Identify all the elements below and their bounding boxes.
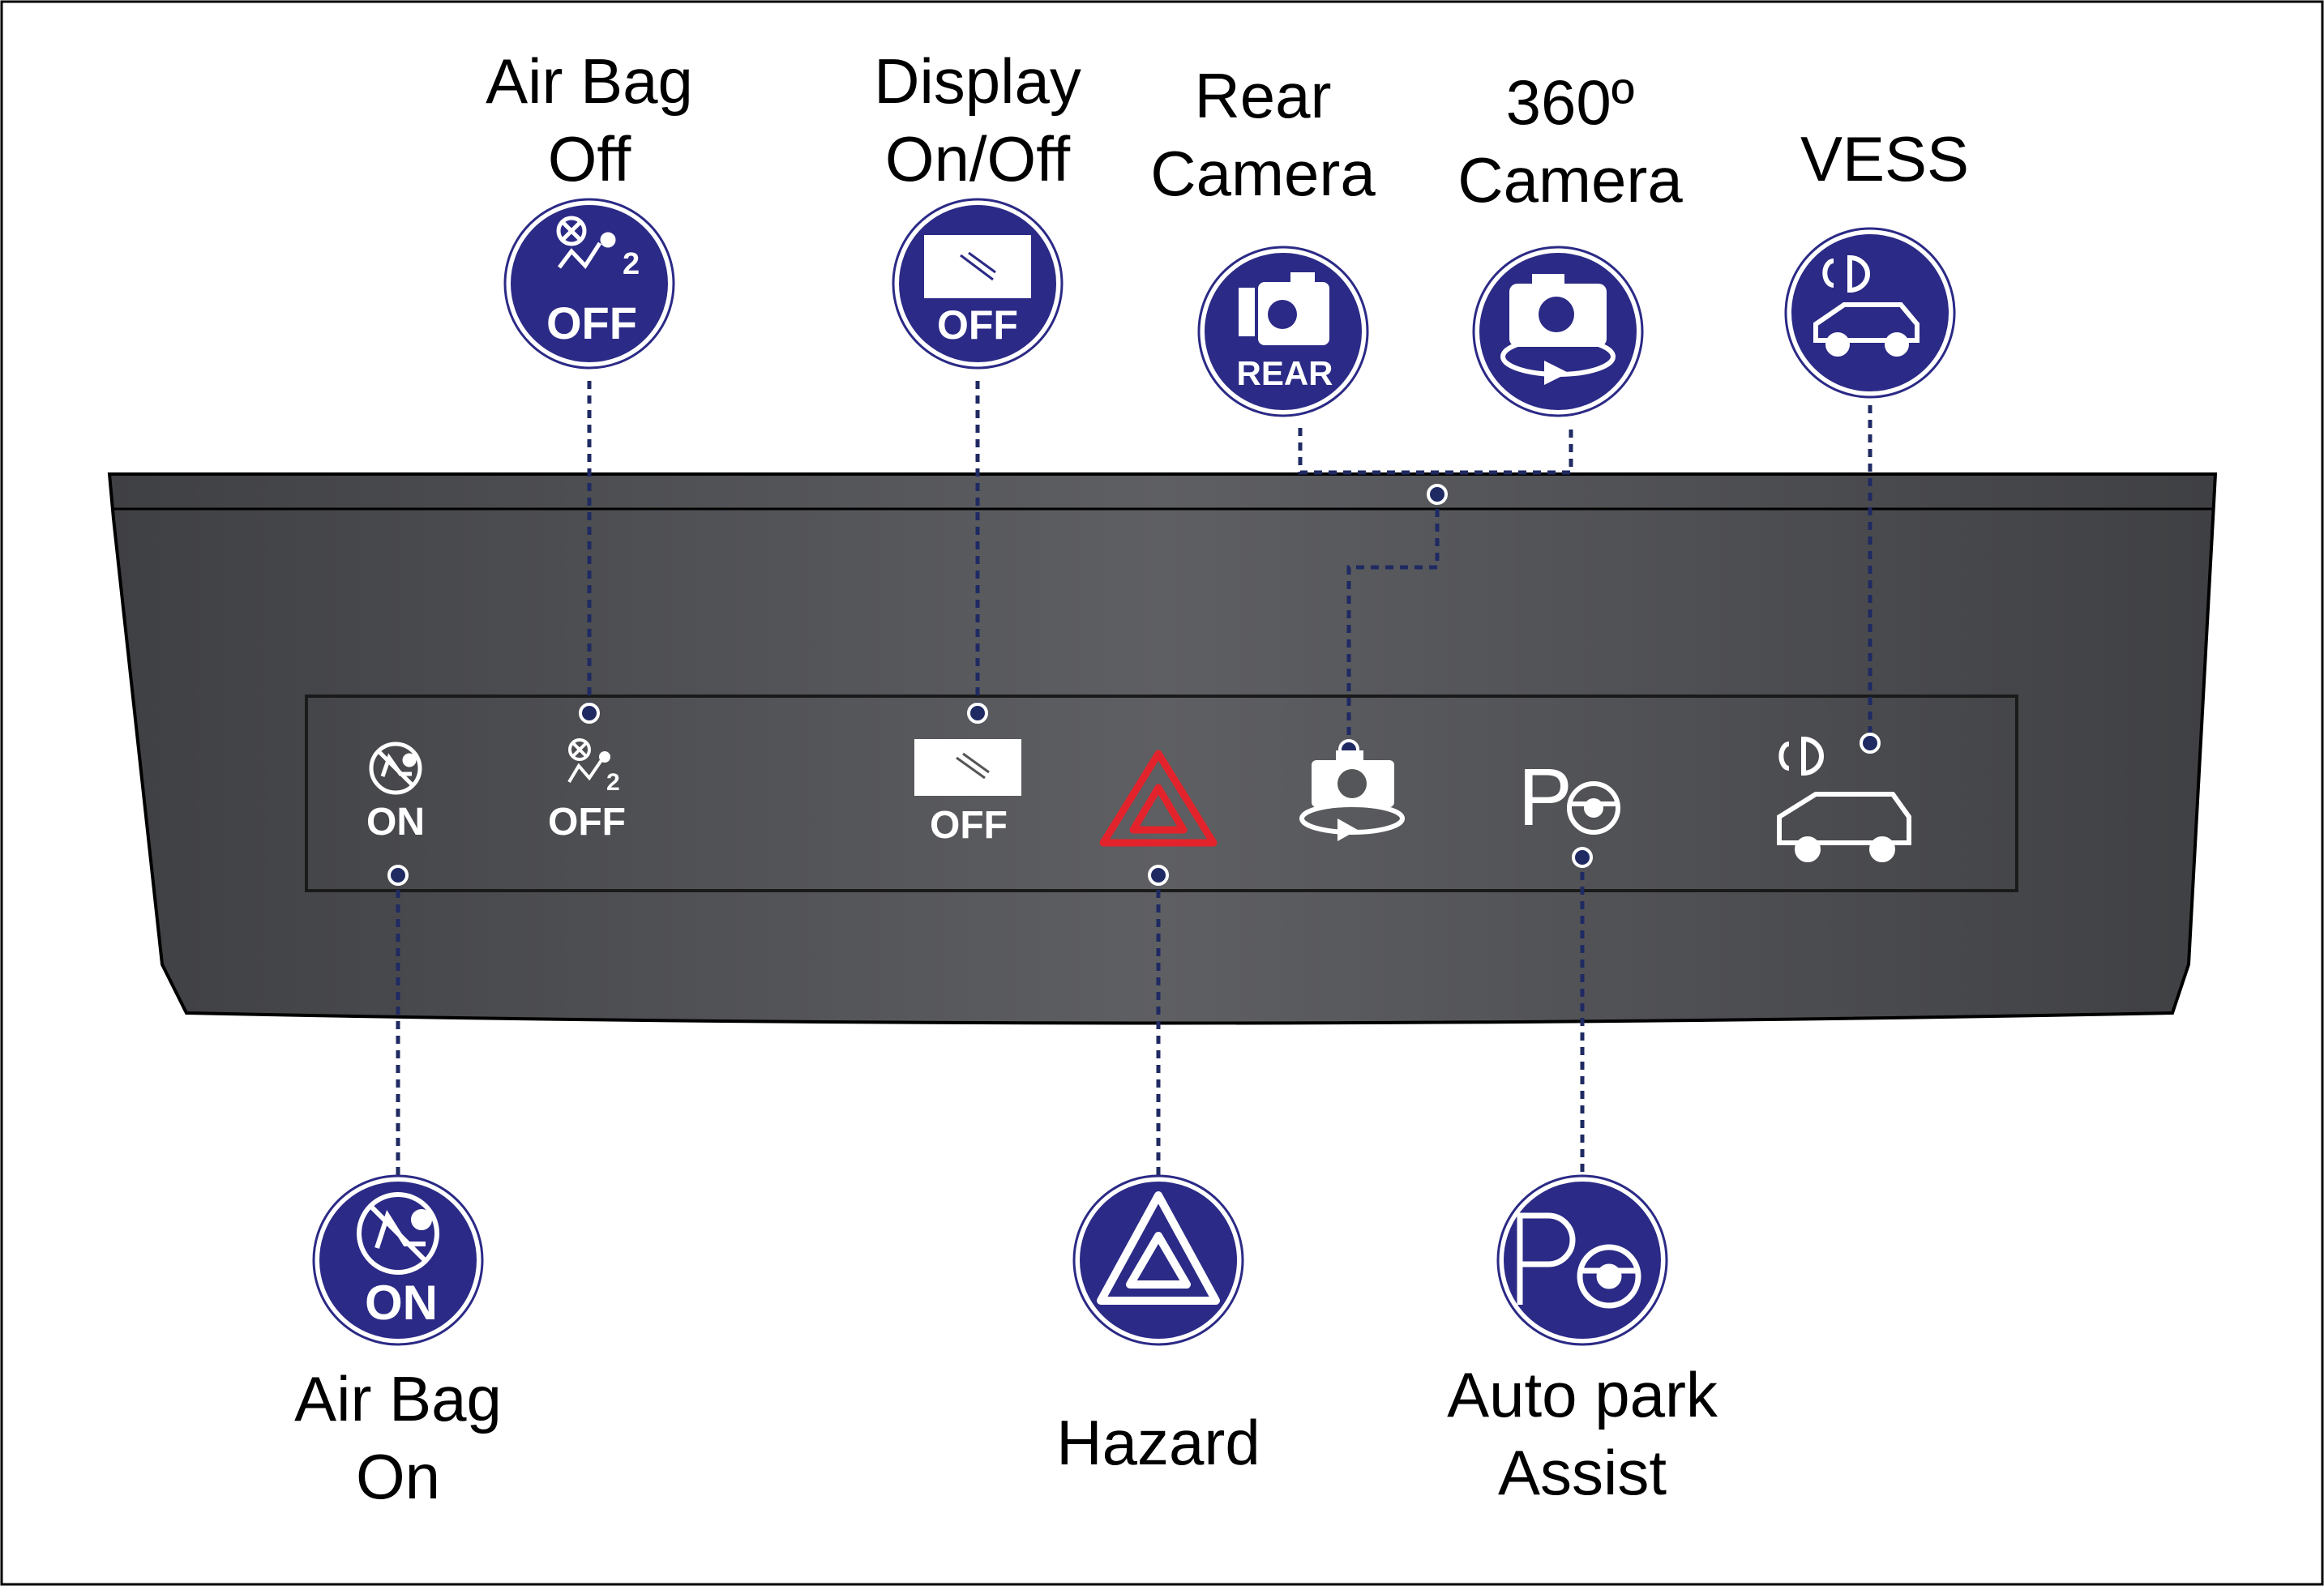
panel-airbag-off-button[interactable]: 2 OFF (548, 738, 626, 844)
airbag-off-icon (556, 216, 616, 270)
vess-badge (1784, 227, 1956, 399)
leader-dots (387, 484, 1881, 886)
label-line: Display (874, 45, 1081, 117)
panel-airbag-off-icon (567, 738, 610, 784)
label-line: Off (547, 123, 631, 194)
panel-display-button[interactable]: OFF (914, 739, 1021, 847)
panel-passenger-index: 2 (606, 769, 620, 796)
label-air-bag-off: Air Bag Off (427, 42, 751, 198)
label-line: Hazard (1056, 1407, 1260, 1478)
label-line: Assist (1497, 1437, 1667, 1508)
airbag-on-badge-text: ON (365, 1276, 438, 1330)
label-line: On/Off (884, 123, 1071, 194)
panel-hazard-icon (1099, 750, 1218, 847)
leader-lines (396, 381, 1872, 1175)
display-badge-off-text: OFF (937, 302, 1018, 348)
label-line: 360º (1505, 66, 1635, 138)
badge-passenger-index: 2 (623, 247, 640, 281)
rear-camera-icon (1239, 272, 1329, 345)
panel-hazard-button[interactable] (1099, 750, 1218, 847)
airbag-on-icon (357, 1192, 439, 1275)
panel-vess-icon (1777, 736, 1911, 862)
panel-on-text: ON (366, 801, 425, 844)
rear-camera-badge: REAR (1197, 246, 1369, 417)
badge-off-text: OFF (546, 297, 637, 348)
panel-display-icon (914, 739, 1021, 796)
control-panel (107, 472, 2218, 1025)
label-line: Camera (1150, 138, 1376, 209)
auto-park-badge (1496, 1174, 1668, 1346)
auto-park-assist-icon (1517, 1212, 1641, 1309)
hazard-badge (1072, 1174, 1244, 1346)
panel-display-off-text: OFF (930, 804, 1008, 847)
label-line: Camera (1457, 144, 1683, 216)
label-rear-camera: Rear Camera (1101, 57, 1425, 212)
label-hazard: Hazard (996, 1404, 1320, 1481)
display-badge: OFF (892, 198, 1064, 370)
camera-360-icon (1500, 274, 1616, 385)
panel-steering-wheel-icon (1567, 781, 1620, 835)
airbag-off-badge: 2 OFF (503, 198, 675, 370)
label-line: Air Bag (294, 1363, 502, 1434)
panel-airbag-on-icon (369, 742, 422, 795)
label-vess: VESS (1723, 120, 2047, 198)
panel-airbag-on-button[interactable]: ON (366, 742, 425, 844)
panel-vess-button[interactable] (1777, 736, 1911, 862)
panel-park-assist-button[interactable]: P (1518, 752, 1620, 843)
panel-camera-button[interactable] (1299, 750, 1405, 841)
label-display: Display On/Off (815, 42, 1140, 198)
camera-360-badge (1472, 246, 1644, 417)
hazard-triangle-icon (1097, 1191, 1220, 1305)
panel-park-letter: P (1518, 752, 1573, 843)
label-line: On (355, 1441, 441, 1512)
panel-off-text: OFF (548, 801, 626, 844)
label-line: Rear (1194, 60, 1332, 131)
label-air-bag-on: Air Bag On (236, 1360, 560, 1515)
panel-camera-icon (1299, 750, 1405, 841)
label-line: VESS (1800, 123, 1970, 194)
rear-badge-text: REAR (1236, 354, 1333, 392)
airbag-on-badge: ON (312, 1174, 484, 1346)
label-auto-park: Auto park Assist (1420, 1356, 1744, 1511)
label-camera-360: 360º Camera (1408, 63, 1732, 219)
button-strip (305, 695, 2018, 892)
label-line: Auto park (1447, 1359, 1718, 1430)
label-line: Air Bag (486, 45, 693, 117)
vess-icon (1813, 254, 1920, 357)
